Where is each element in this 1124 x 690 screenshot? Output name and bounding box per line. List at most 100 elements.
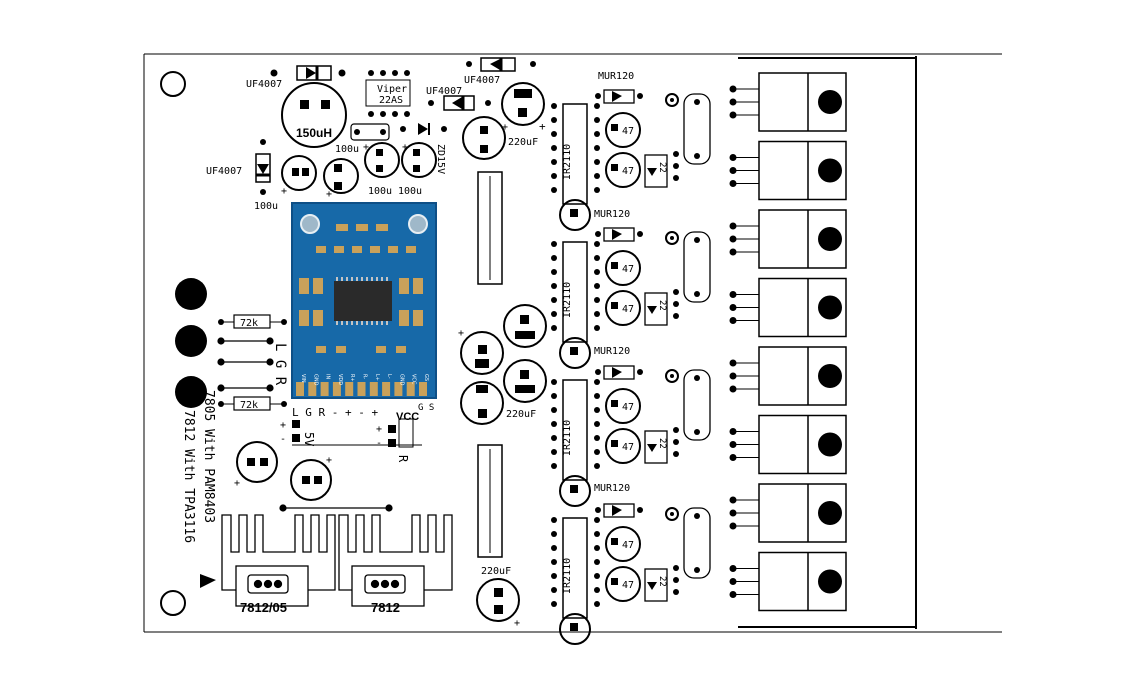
- diode-array-top: [477, 171, 503, 285]
- mosfet-4: [729, 277, 847, 338]
- svg-text:+: +: [502, 122, 508, 133]
- input-wires: [217, 337, 274, 392]
- mounting-hole-top-left: [160, 71, 186, 97]
- label-mur120-1: MUR120: [598, 71, 634, 82]
- diode-uf4007-mid: [428, 95, 491, 111]
- input-pad-l: [175, 278, 207, 310]
- label-cap47: 47: [622, 166, 634, 177]
- label-cap47: 47: [622, 402, 634, 413]
- label-viper-num: 22AS: [379, 95, 403, 106]
- label-cap22: 22: [657, 576, 667, 587]
- label-cap47: 47: [622, 540, 634, 551]
- svg-text:+: +: [281, 186, 287, 197]
- svg-text:+: +: [458, 328, 464, 339]
- arrow-marker: [200, 574, 216, 588]
- label-viper: Viper: [377, 84, 407, 95]
- mosfet-1: [729, 72, 847, 132]
- module-pin-label: VDD: [337, 374, 343, 385]
- module-pin-4: R+: [345, 374, 355, 396]
- cap-reg-1: +: [234, 441, 278, 489]
- power-connector-5v: +-: [280, 420, 300, 445]
- reg-jumper: [279, 504, 393, 512]
- cap-220uf-bottom: +: [476, 578, 520, 629]
- module-pin-label: R+: [349, 374, 355, 382]
- label-lgr-rotated: L G R: [272, 343, 288, 386]
- label-cap-100u-4: 100u: [398, 186, 422, 197]
- resistor-72k-bottom: [218, 396, 287, 411]
- label-r: R: [396, 455, 410, 463]
- cap-reg-2: +: [290, 455, 332, 501]
- svg-text:+: +: [402, 142, 408, 153]
- diode-uf4007-topcenter: [466, 57, 536, 72]
- label-mur120-2: MUR120: [594, 209, 630, 220]
- cap-100u-1: +: [281, 155, 317, 197]
- inductor-150uh: [281, 82, 347, 148]
- cap-center-2: +: [458, 328, 504, 375]
- mosfet-column: [729, 72, 847, 612]
- cap-100u-2: +: [323, 158, 359, 200]
- label-220uf-top: 220uF: [508, 137, 538, 148]
- cap-center-3: [503, 359, 547, 403]
- label-72k-top: 72k: [240, 318, 258, 329]
- module-pin-8: GND: [394, 374, 404, 396]
- cap-center-4: [460, 381, 504, 425]
- label-uf4007-left: UF4007: [206, 166, 242, 177]
- module-pin-label: L+: [374, 374, 380, 381]
- module-pin-7: L-: [382, 374, 392, 396]
- label-cap-100u-2: 100u: [335, 144, 359, 155]
- module-pin-10: GS: [419, 374, 429, 396]
- diode-uf4007-left: [255, 139, 271, 195]
- label-cap47: 47: [622, 304, 634, 315]
- input-pad-g: [175, 325, 207, 357]
- label-cap22: 22: [657, 300, 667, 311]
- svg-text:+: +: [280, 420, 286, 431]
- module-chip-pins: [336, 277, 388, 325]
- svg-text:-: -: [280, 434, 286, 445]
- label-inductor: 150uH: [296, 126, 332, 140]
- mosfet-2: [729, 140, 847, 201]
- note-7805-pam8403: 7805 With PAM8403: [201, 390, 216, 523]
- label-gs: G S: [418, 403, 434, 413]
- jumper-block: [350, 123, 390, 141]
- label-220uf-mid: 220uF: [506, 409, 536, 420]
- heatsink-right: [338, 514, 453, 607]
- module-pin-label: GND: [312, 374, 318, 386]
- module-pin-label: R-: [362, 374, 368, 379]
- module-pin-label: IN: [325, 374, 331, 379]
- svg-text:+: +: [326, 455, 332, 466]
- label-cap-100u-3: 100u: [368, 186, 392, 197]
- label-mur120-4: MUR120: [594, 483, 630, 494]
- cap-100u-3: +: [363, 142, 400, 178]
- module-pin-label: VCC: [411, 374, 417, 385]
- cap-100u-4: +: [401, 142, 437, 178]
- label-ir2110: IR2110: [562, 558, 573, 594]
- mosfet-7: [729, 483, 847, 543]
- diode-zener: [400, 123, 447, 135]
- label-5v: 5V: [302, 432, 316, 446]
- module-pin-6: L+: [369, 374, 380, 396]
- label-72k-bottom: 72k: [240, 400, 258, 411]
- board-outline: [143, 53, 1002, 633]
- label-ir2110: IR2110: [562, 282, 573, 318]
- module-pin-label: L-: [386, 374, 392, 379]
- label-uf4007-mid: UF4007: [426, 86, 462, 97]
- mosfet-8: [729, 551, 847, 612]
- label-220uf-bottom: 220uF: [481, 566, 511, 577]
- input-pad-r: [175, 376, 207, 408]
- cap-220uf-top-2: +: [462, 116, 508, 160]
- label-uf4007-topcenter: UF4007: [464, 75, 500, 86]
- module-pin-label: VIN: [300, 374, 306, 383]
- label-cap47: 47: [622, 442, 634, 453]
- ic-viper22as: [365, 70, 411, 117]
- mosfet-6: [729, 414, 847, 475]
- svg-text:+: +: [539, 120, 546, 133]
- module-pin-0: VIN: [296, 374, 306, 396]
- label-cap47: 47: [622, 126, 634, 137]
- label-zener: ZD15V: [435, 144, 446, 174]
